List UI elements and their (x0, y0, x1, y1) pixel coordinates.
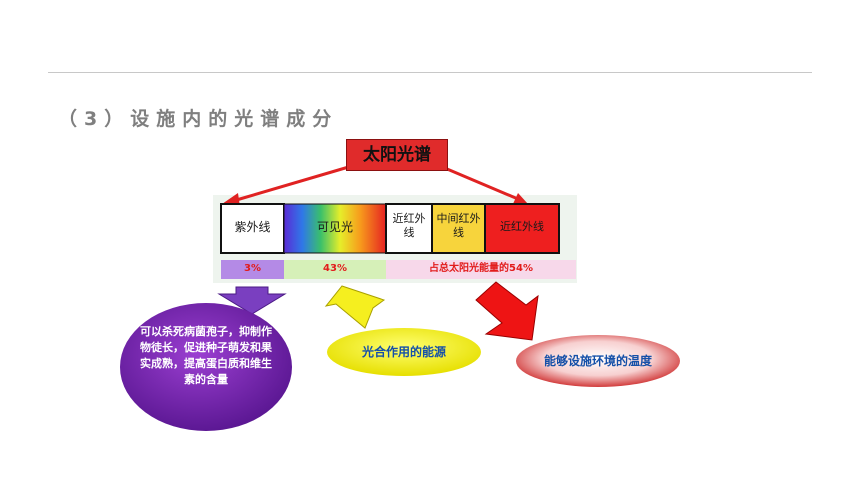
effect-ir-text: 能够设施环境的温度 (543, 354, 652, 368)
effect-uv-ellipse (120, 303, 292, 431)
arrow-ir-down (475, 281, 539, 341)
effect-visible-ellipse (327, 328, 481, 376)
band-visible (283, 203, 387, 254)
effect-visible-text: 光合作用的能源 (361, 345, 446, 359)
band-uv (220, 203, 285, 254)
band-near-ir (385, 203, 433, 254)
pct-visible: 43% (323, 263, 347, 274)
band-label-mid-ir: 中间红外线 (436, 212, 481, 239)
pct-uv-cell (221, 260, 284, 279)
arrow-head-right (512, 193, 528, 206)
band-label-near-ir: 近红外线 (392, 212, 426, 239)
arrow-line-right (439, 164, 519, 201)
band-label-uv: 紫外线 (234, 220, 271, 234)
band-label-far-ir: 近红外线 (500, 220, 544, 233)
arrow-uv-down (217, 286, 287, 315)
arrow-visible-down (324, 285, 386, 329)
effect-ir-ellipse (516, 335, 680, 387)
arrow-line-left (232, 164, 353, 203)
effect-uv-text: 可以杀死病菌孢子，抑制作物徒长，促进种子萌发和果实成熟，提高蛋白质和维生素的含量 (140, 325, 272, 386)
pct-ir-cell (386, 260, 576, 279)
pct-uv: 3% (244, 263, 261, 274)
pct-visible-cell (284, 260, 386, 279)
top-divider (48, 72, 812, 73)
band-far-ir (484, 203, 560, 254)
band-label-visible: 可见光 (316, 220, 353, 234)
diagram-title: 太阳光谱 (346, 139, 448, 171)
section-title: （3）设施内的光谱成分 (58, 108, 339, 130)
pct-infrared: 占总太阳光能量的54% (429, 263, 533, 274)
